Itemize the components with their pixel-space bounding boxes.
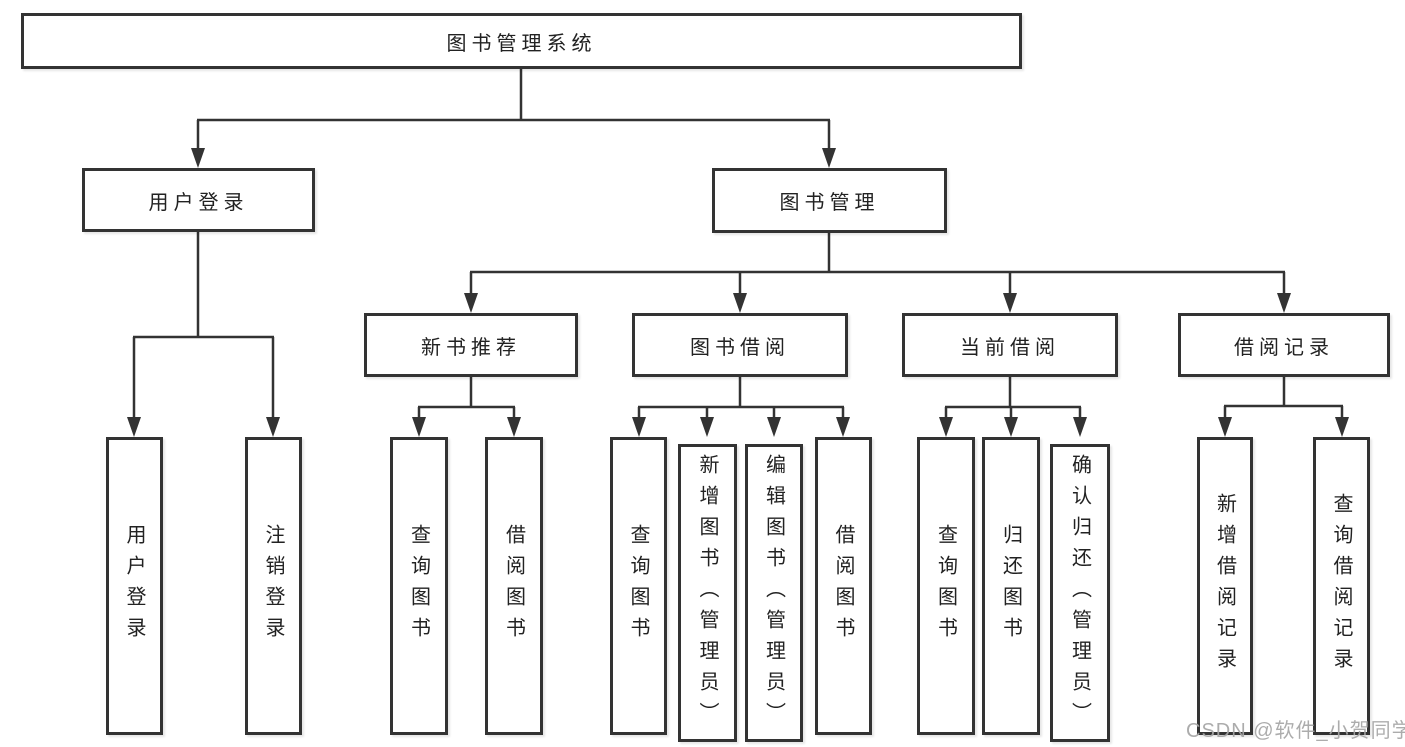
node-label: 注销登录 <box>262 524 284 648</box>
leaf-query-books-1: 查询图书 <box>390 437 448 735</box>
leaf-query-borrow-record: 查询借阅记录 <box>1313 437 1370 735</box>
node-system-root: 图书管理系统 <box>21 13 1022 69</box>
node-label: 借阅图书 <box>832 524 854 648</box>
node-borrowing-records: 借阅记录 <box>1178 313 1390 377</box>
node-new-book-recommend: 新书推荐 <box>364 313 578 377</box>
node-label: 查询图书 <box>934 524 957 648</box>
node-label: 新书推荐 <box>421 336 521 359</box>
node-current-borrowing: 当前借阅 <box>902 313 1118 377</box>
leaf-borrow-books-2: 借阅图书 <box>815 437 872 735</box>
leaf-logout: 注销登录 <box>245 437 302 735</box>
leaf-query-books-2: 查询图书 <box>610 437 667 735</box>
node-label: 图书管理系统 <box>446 32 597 55</box>
node-book-management: 图书管理 <box>712 168 947 233</box>
leaf-user-login: 用户登录 <box>106 437 163 735</box>
node-label: 归还图书 <box>999 524 1022 648</box>
node-label: 新增借阅记录 <box>1213 493 1236 679</box>
node-label: 编辑图书（管理员） <box>762 453 785 733</box>
node-book-borrowing: 图书借阅 <box>632 313 848 377</box>
leaf-return-books: 归还图书 <box>982 437 1040 735</box>
leaf-edit-books-admin: 编辑图书（管理员） <box>745 444 803 742</box>
node-label: 图书管理 <box>779 192 880 214</box>
leaf-query-books-3: 查询图书 <box>917 437 975 735</box>
node-label: 新增图书（管理员） <box>696 453 718 733</box>
node-label: 查询图书 <box>407 524 430 648</box>
csdn-watermark: CSDN @软件_小贺同学 <box>1186 720 1405 742</box>
node-label: 用户登录 <box>123 524 145 648</box>
leaf-add-borrow-record: 新增借阅记录 <box>1197 437 1253 735</box>
node-label: 借阅图书 <box>502 524 525 648</box>
node-label: 用户登录 <box>148 191 249 214</box>
node-label: 借阅记录 <box>1234 336 1334 359</box>
leaf-confirm-return-admin: 确认归还（管理员） <box>1050 444 1110 742</box>
node-user-login: 用户登录 <box>82 168 315 232</box>
node-label: 查询图书 <box>627 524 649 648</box>
node-label: 确认归还（管理员） <box>1068 453 1091 733</box>
node-label: 查询借阅记录 <box>1330 493 1352 679</box>
node-label: 当前借阅 <box>960 336 1060 359</box>
leaf-add-books-admin: 新增图书（管理员） <box>678 444 737 742</box>
leaf-borrow-books-1: 借阅图书 <box>485 437 543 735</box>
node-label: 图书借阅 <box>690 336 790 359</box>
